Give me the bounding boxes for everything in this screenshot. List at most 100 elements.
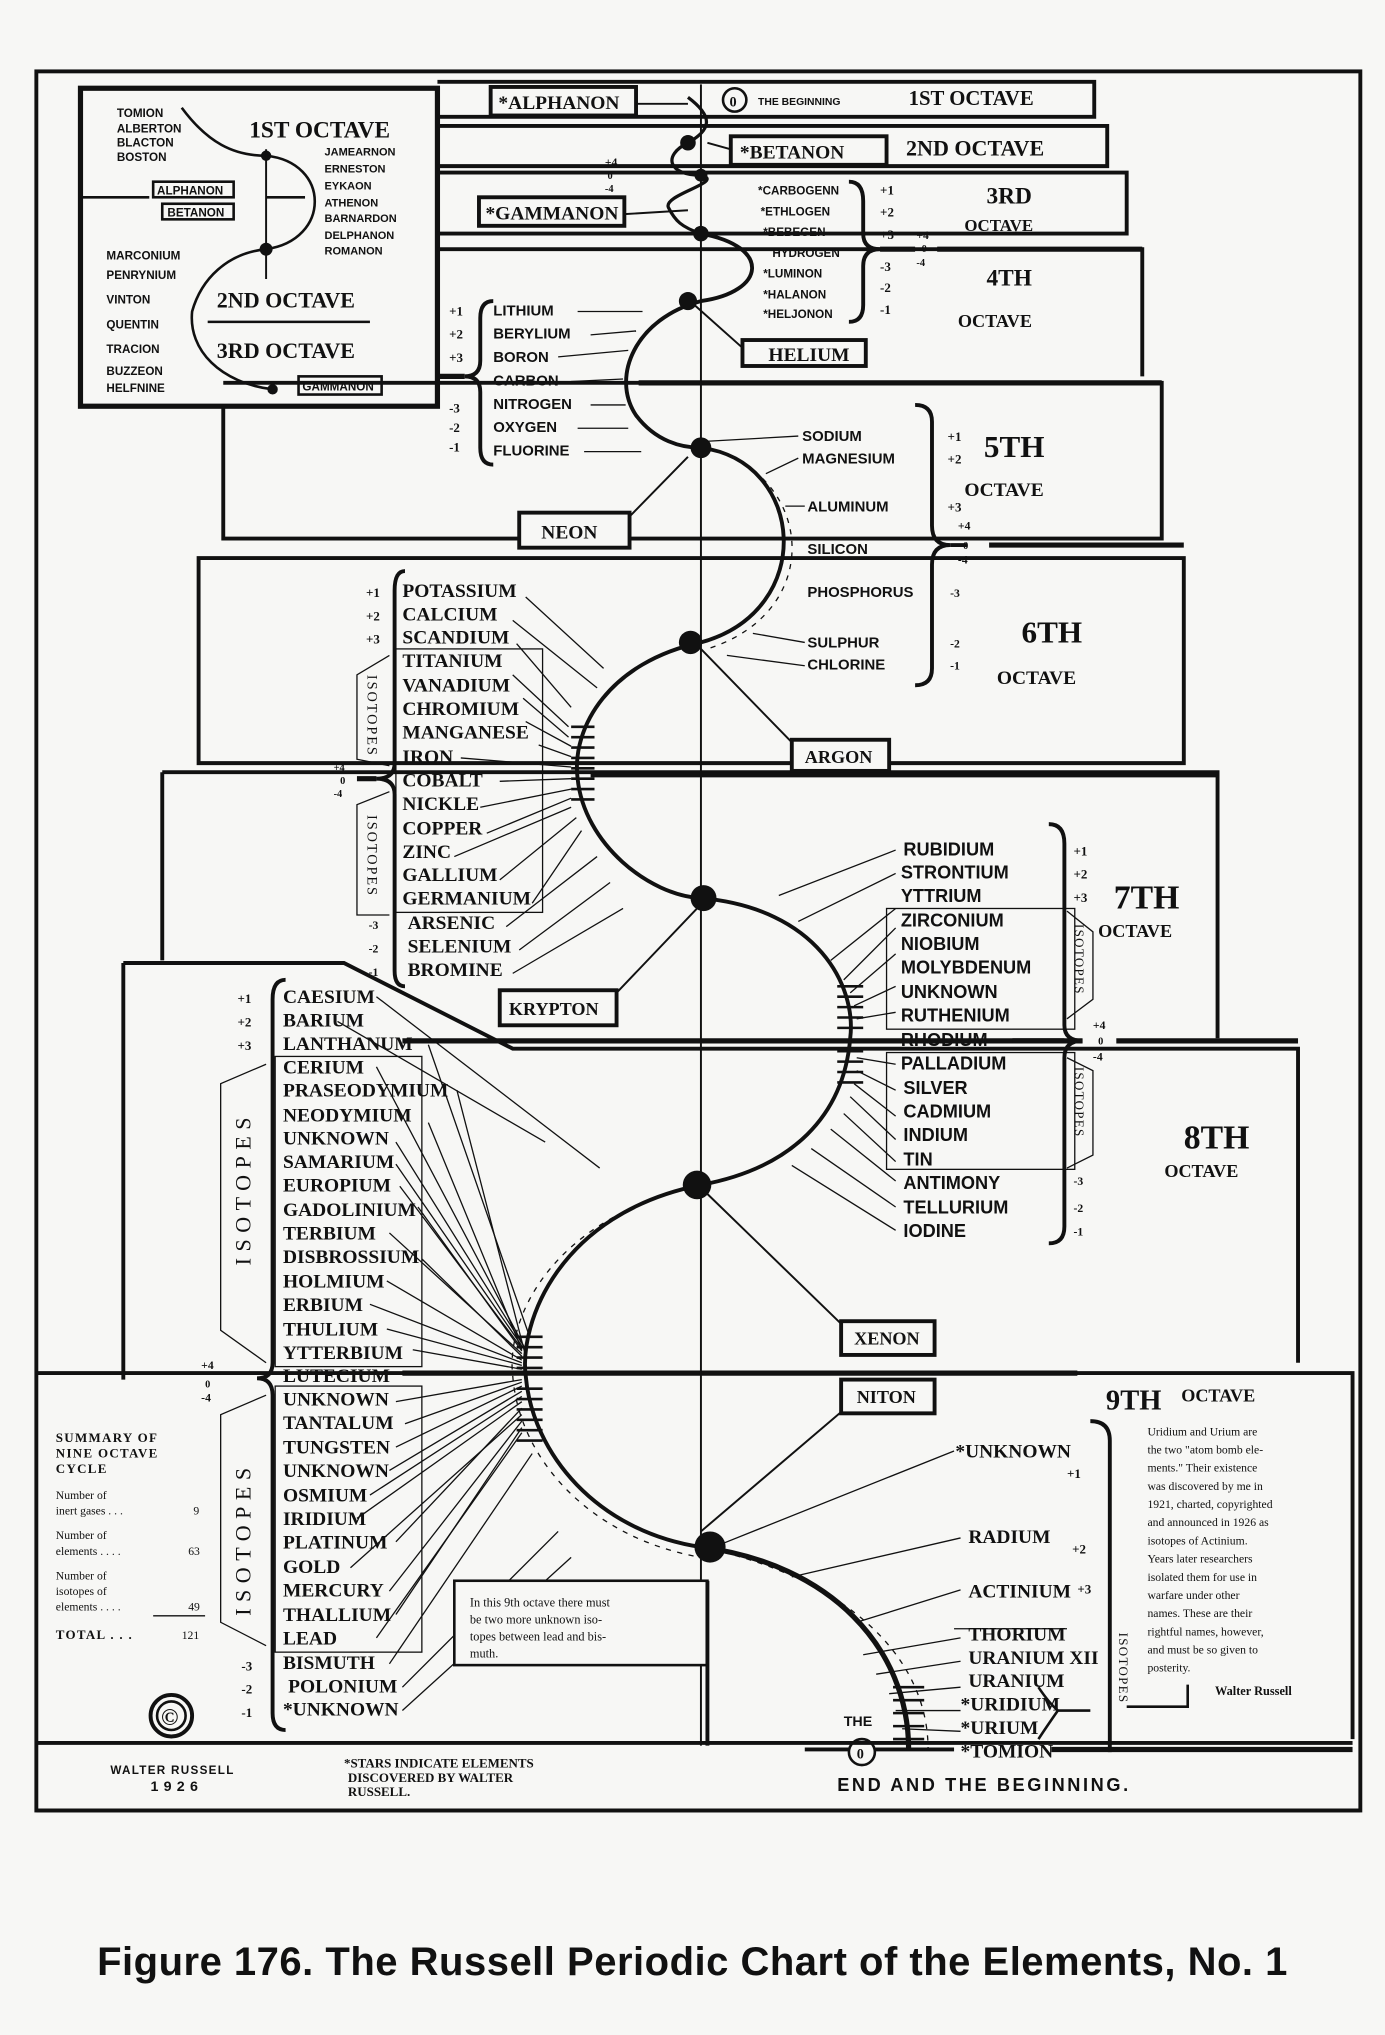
octave-9-left-elements: UNKNOWN TANTALUM TUNGSTEN UNKNOWN OSMIUM…: [283, 1390, 399, 1721]
svg-text:NIOBIUM: NIOBIUM: [901, 934, 980, 954]
octave-3-word: OCTAVE: [964, 216, 1033, 235]
octave-7-isotopes-upper: ISOTOPES: [1072, 924, 1087, 995]
svg-text:SELENIUM: SELENIUM: [408, 937, 512, 958]
inset-octave-1: 1ST OCTAVE: [249, 118, 390, 144]
svg-text:NINE OCTAVE: NINE OCTAVE: [56, 1445, 159, 1460]
svg-text:*UNKNOWN: *UNKNOWN: [283, 1700, 399, 1721]
svg-text:Number of: Number of: [56, 1529, 107, 1542]
svg-text:TUNGSTEN: TUNGSTEN: [283, 1438, 390, 1459]
octave-7-elements: RUBIDIUM STRONTIUM YTTRIUM ZIRCONIUM NIO…: [901, 839, 1031, 1241]
octave-7-number: 7TH: [1114, 879, 1180, 916]
alphanon-label: *ALPHANON: [498, 93, 619, 114]
svg-text:POLONIUM: POLONIUM: [288, 1676, 397, 1697]
svg-text:QUENTIN: QUENTIN: [106, 318, 159, 331]
stars-note: *STARS INDICATE ELEMENTS DISCOVERED BY W…: [344, 1756, 534, 1800]
svg-text:BERYLIUM: BERYLIUM: [493, 326, 570, 343]
svg-text:49: 49: [188, 1601, 200, 1614]
gammanon-label: *GAMMANON: [485, 203, 618, 224]
svg-text:UNKNOWN: UNKNOWN: [901, 982, 998, 1002]
svg-text:+3: +3: [1073, 890, 1087, 905]
svg-text:0: 0: [340, 776, 345, 787]
svg-text:VINTON: VINTON: [106, 294, 150, 307]
top-octave-1: 1ST OCTAVE: [909, 88, 1034, 110]
octave-3-number: 3RD: [987, 184, 1032, 210]
octave-3-valences: +1 +2 +3 -3 -2 -1 +4 0 -4: [880, 183, 929, 317]
svg-text:VANADIUM: VANADIUM: [402, 676, 510, 697]
octave-4-number: 4TH: [987, 266, 1032, 292]
svg-text:UNKNOWN: UNKNOWN: [283, 1390, 389, 1411]
svg-text:+3: +3: [449, 350, 463, 365]
octave-6-valences: +1 +2 +3 +4 0 -4 -3 -2 -1: [334, 585, 381, 979]
end-symbol: 0: [857, 1747, 864, 1763]
the-beginning-label: THE BEGINNING: [758, 97, 840, 108]
octave-8-isotopes: ISOTOPES: [231, 1111, 256, 1265]
svg-text:+2: +2: [948, 451, 962, 466]
svg-text:BARNARDON: BARNARDON: [325, 213, 397, 225]
svg-text:HELFNINE: HELFNINE: [106, 382, 165, 395]
svg-text:TITANIUM: TITANIUM: [402, 651, 502, 672]
svg-text:NEODYMIUM: NEODYMIUM: [283, 1105, 412, 1126]
valence-label: 0: [607, 171, 612, 182]
svg-text:-4: -4: [958, 553, 968, 566]
svg-text:TERBIUM: TERBIUM: [283, 1223, 376, 1244]
svg-text:CAESIUM: CAESIUM: [283, 987, 375, 1008]
svg-text:+3: +3: [880, 227, 894, 242]
svg-text:MERCURY: MERCURY: [283, 1580, 384, 1601]
octave-6-isotopes-upper: ISOTOPES: [363, 675, 379, 757]
svg-text:-2: -2: [369, 943, 379, 956]
svg-text:MOLYBDENUM: MOLYBDENUM: [901, 957, 1031, 977]
svg-text:ments." Their existence: ments." Their existence: [1147, 1462, 1257, 1475]
beginning-symbol: 0: [729, 94, 736, 110]
svg-text:POTASSIUM: POTASSIUM: [402, 581, 516, 602]
svg-text:+4: +4: [916, 229, 929, 242]
svg-text:TELLURIUM: TELLURIUM: [903, 1197, 1008, 1217]
svg-text:1921, charted, copyrighted: 1921, charted, copyrighted: [1147, 1498, 1272, 1511]
octave-5-number: 5TH: [984, 429, 1045, 464]
svg-text:DISCOVERED BY WALTER: DISCOVERED BY WALTER: [348, 1770, 514, 1785]
octave-9-isotopes-right: ISOTOPES: [1116, 1633, 1131, 1704]
svg-text:+1: +1: [1073, 843, 1087, 858]
svg-text:UNKNOWN: UNKNOWN: [283, 1129, 389, 1150]
svg-text:+2: +2: [880, 205, 894, 220]
svg-text:RHODIUM: RHODIUM: [901, 1030, 988, 1050]
svg-text:-3: -3: [950, 587, 960, 600]
svg-text:+2: +2: [366, 608, 380, 623]
octave-6-isotope-box: [395, 648, 544, 914]
svg-text:the two "atom bomb ele-: the two "atom bomb ele-: [1147, 1444, 1263, 1457]
svg-text:isotopes of Actinium.: isotopes of Actinium.: [1147, 1534, 1247, 1547]
svg-text:*HALANON: *HALANON: [763, 289, 826, 302]
argon-label: ARGON: [805, 747, 873, 767]
svg-text:0: 0: [205, 1379, 210, 1390]
svg-text:*LUMINON: *LUMINON: [763, 268, 822, 281]
inset-left-elements: TOMION ALBERTON BLACTON BOSTON: [117, 107, 182, 164]
footer-year: 1926: [151, 1779, 204, 1795]
svg-text:INDIUM: INDIUM: [903, 1125, 968, 1145]
svg-text:DISBROSSIUM: DISBROSSIUM: [283, 1247, 419, 1268]
octave-7-isotopes-lower: ISOTOPES: [1072, 1067, 1087, 1138]
svg-text:-3: -3: [1073, 1175, 1083, 1188]
svg-text:+2: +2: [1072, 1542, 1086, 1557]
svg-text:ROMANON: ROMANON: [325, 245, 383, 257]
octave-8-elements: CAESIUM BARIUM LANTHANUM CERIUM PRASEODY…: [283, 987, 448, 1387]
top-octave-2: 2ND OCTAVE: [906, 136, 1044, 161]
svg-text:RUBIDIUM: RUBIDIUM: [903, 839, 994, 859]
svg-text:*HELJONON: *HELJONON: [763, 308, 832, 321]
svg-text:-3: -3: [880, 259, 891, 274]
svg-text:inert gases . . .: inert gases . . .: [56, 1505, 123, 1518]
svg-text:ERBIUM: ERBIUM: [283, 1295, 363, 1316]
svg-text:-2: -2: [241, 1682, 252, 1697]
xenon-label: XENON: [854, 1329, 920, 1349]
octave-6-word: OCTAVE: [997, 668, 1076, 689]
octave-9-number: 9TH: [1106, 1385, 1162, 1416]
krypton-label: KRYPTON: [509, 999, 599, 1019]
svg-text:IRON: IRON: [402, 747, 453, 768]
helium-label: HELIUM: [768, 345, 849, 366]
svg-text:-1: -1: [369, 966, 379, 979]
svg-text:-2: -2: [880, 280, 891, 295]
svg-text:OSMIUM: OSMIUM: [283, 1486, 367, 1507]
svg-text:CHROMIUM: CHROMIUM: [402, 699, 519, 720]
svg-text:and must be so given to: and must be so given to: [1147, 1643, 1258, 1656]
element-spiral: [511, 96, 929, 1750]
valence-label: +4: [605, 156, 618, 169]
svg-text:+4: +4: [334, 763, 345, 774]
